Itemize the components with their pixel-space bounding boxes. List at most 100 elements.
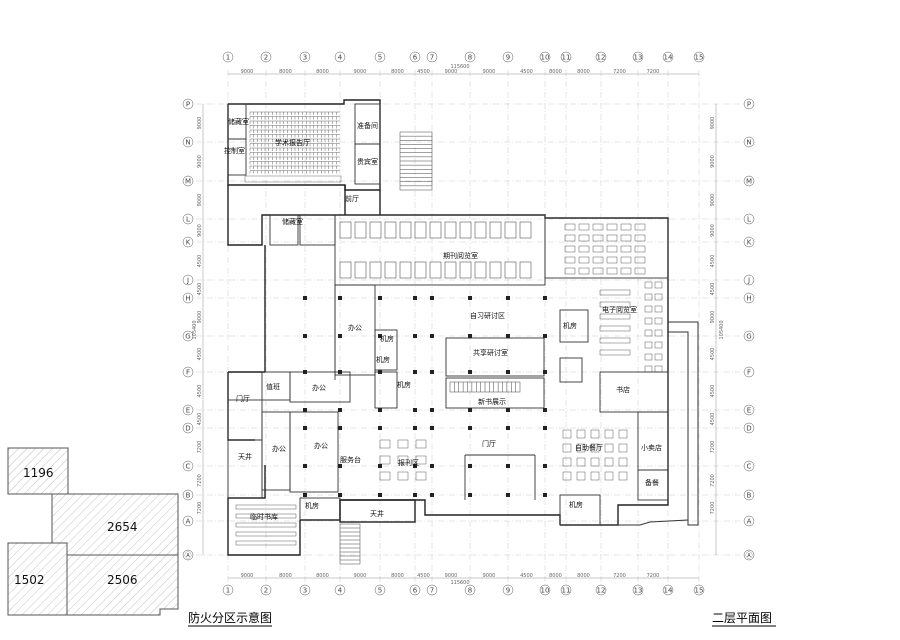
row-axis-label: N xyxy=(746,139,751,147)
overall-depth-left: 105400 xyxy=(192,320,198,339)
column-axis-label: 11 xyxy=(562,54,571,62)
row-spacing-label: 4500 xyxy=(710,283,716,296)
row-spacing-label: 7200 xyxy=(197,474,203,487)
row-axis-label: B xyxy=(747,492,752,500)
column-spacing-label: 8000 xyxy=(391,69,404,75)
row-axis-label: L xyxy=(747,216,751,224)
column-spacing-label: 7200 xyxy=(647,573,660,579)
column-spacing-label: 8000 xyxy=(391,573,404,579)
column-spacing-label: 8000 xyxy=(577,573,590,579)
row-spacing-label: 9000 xyxy=(197,194,203,207)
row-axis-label: H xyxy=(746,295,751,303)
row-spacing-label: 9000 xyxy=(710,311,716,324)
room-control: 控制室 xyxy=(224,146,245,155)
room-office-1: 办公 xyxy=(348,323,362,332)
column-spacing-label: 4500 xyxy=(520,573,533,579)
column-spacing-label: 7200 xyxy=(647,69,660,75)
column-axis-label: 1 xyxy=(226,587,230,595)
room-entry: 门厅 xyxy=(236,394,250,403)
row-axis-label: Ⓐ xyxy=(185,552,192,560)
room-snack: 小卖店 xyxy=(641,443,662,452)
column-spacing-label: 9000 xyxy=(241,69,254,75)
column-spacing-label: 4500 xyxy=(417,573,430,579)
column-axis-label: 7 xyxy=(430,54,434,62)
room-meal: 备餐 xyxy=(645,478,659,487)
row-axis-label: G xyxy=(185,333,190,341)
column-axis-label: 15 xyxy=(695,587,704,595)
row-axis-label: H xyxy=(185,295,190,303)
room-machine-1: 机房 xyxy=(380,334,394,343)
row-axis-label: D xyxy=(746,425,751,433)
row-axis-label: P xyxy=(186,101,190,109)
column-spacing-label: 9000 xyxy=(445,69,458,75)
row-axis-label: M xyxy=(185,178,191,186)
column-axis-label: 4 xyxy=(338,54,343,62)
column-axis-label: 6 xyxy=(413,587,418,595)
column-axis-label: 13 xyxy=(634,54,643,62)
periodical-shelves xyxy=(339,221,532,279)
row-axis-label: K xyxy=(747,239,752,247)
fire-zone-diagram: 1196 2654 1502 2506 xyxy=(7,447,179,616)
lecture-hall-seating xyxy=(244,111,342,183)
column-spacing-label: 8000 xyxy=(549,573,562,579)
fire-zone-4 xyxy=(66,554,179,616)
row-spacing-label: 4500 xyxy=(710,385,716,398)
column-axis-label: 2 xyxy=(264,587,268,595)
column-axis-label: 9 xyxy=(506,587,510,595)
room-duty: 值班 xyxy=(266,382,280,391)
row-spacing-label: 7200 xyxy=(197,502,203,515)
row-axis-label: K xyxy=(186,239,191,247)
column-spacing-label: 9000 xyxy=(354,69,367,75)
room-buffet: 自助餐厅 xyxy=(575,443,603,452)
column-axis-label: 8 xyxy=(468,54,472,62)
fire-zone-title: 防火分区示意图 xyxy=(188,610,272,625)
row-spacing-label: 9000 xyxy=(710,117,716,130)
column-axis-label: 10 xyxy=(541,587,550,595)
column-spacing-label: 8000 xyxy=(316,573,329,579)
room-reading: 报刊区 xyxy=(398,458,419,467)
column-axis-label: 14 xyxy=(664,54,673,62)
row-axis-label: J xyxy=(186,277,189,285)
room-lobby-front: 前厅 xyxy=(345,194,359,203)
plan-title: 二层平面图 xyxy=(712,611,772,625)
row-spacing-label: 4500 xyxy=(197,413,203,426)
column-axis-label: 11 xyxy=(562,587,571,595)
column-spacing-label: 9000 xyxy=(354,573,367,579)
room-office-2: 办公 xyxy=(312,383,326,392)
row-spacing-label: 9000 xyxy=(197,224,203,237)
overall-width-top: 115600 xyxy=(450,64,469,70)
row-axis-label: E xyxy=(186,407,190,415)
row-spacing-label: 9000 xyxy=(197,117,203,130)
row-spacing-label: 7200 xyxy=(710,474,716,487)
row-axis-label: J xyxy=(747,277,750,285)
column-axis-label: 7 xyxy=(430,587,434,595)
column-spacing-label: 8000 xyxy=(577,69,590,75)
row-axis-label: B xyxy=(186,492,191,500)
row-dimensions: 9000 9000 9000 9000 4500 4500 9000 4500 4500 4500… xyxy=(197,104,717,555)
room-storage-2: 储藏室 xyxy=(282,217,303,226)
room-elec-reading: 电子阅览室 xyxy=(602,305,637,314)
column-spacing-label: 7200 xyxy=(613,69,626,75)
room-courtyard-1: 天井 xyxy=(238,452,252,461)
column-axis-label: 14 xyxy=(664,587,673,595)
column-axis-label: 3 xyxy=(303,54,307,62)
room-new-books: 新书展示 xyxy=(478,397,506,406)
row-axis-label: C xyxy=(186,463,191,471)
room-prep: 准备间 xyxy=(357,121,378,130)
room-bookstore: 书店 xyxy=(616,385,630,394)
row-axis-label: M xyxy=(746,178,752,186)
row-spacing-label: 4500 xyxy=(197,255,203,268)
column-axis-label: 13 xyxy=(634,587,643,595)
row-axis-label: E xyxy=(747,407,751,415)
structural-columns xyxy=(303,296,547,497)
row-axis-label: N xyxy=(185,139,190,147)
fire-zone-2-value: 2654 xyxy=(107,520,138,534)
row-axis-label: C xyxy=(747,463,752,471)
room-lecture-hall: 学术报告厅 xyxy=(275,138,310,147)
room-machine-4: 机房 xyxy=(563,321,577,330)
row-spacing-label: 4500 xyxy=(710,348,716,361)
row-spacing-label: 7200 xyxy=(710,441,716,454)
overall-width-bottom: 115600 xyxy=(450,580,469,586)
column-axis-label: 4 xyxy=(338,587,343,595)
